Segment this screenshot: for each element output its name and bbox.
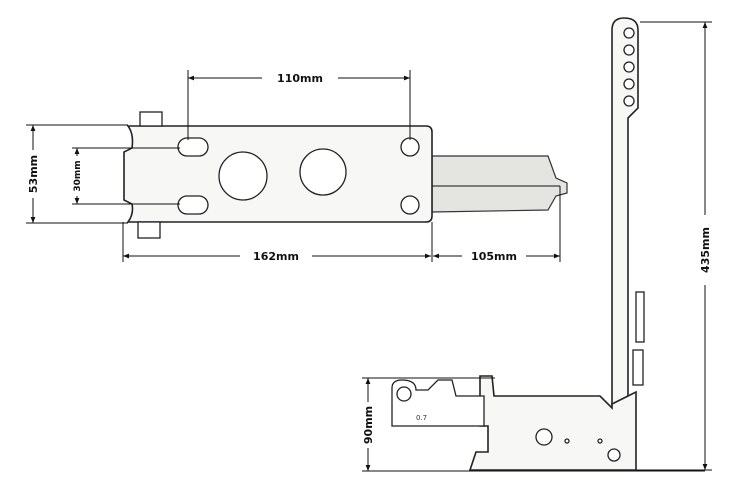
mount-slot (177, 137, 209, 157)
dim-30: 30mm (73, 160, 83, 191)
reservoir-hole (299, 148, 347, 196)
top-view: 110mm 53mm 30mm 162mm 105mm (26, 70, 568, 263)
cylinder-cap (396, 386, 412, 402)
lever-hole (623, 44, 635, 56)
mount-hole (400, 137, 420, 157)
lever-button-rod (635, 291, 645, 343)
dim-435: 435mm (699, 227, 712, 273)
bottom-bolt (137, 221, 161, 239)
top-bolt (139, 111, 163, 127)
dim-53: 53mm (27, 155, 40, 193)
dim-110: 110mm (277, 72, 323, 85)
pivot-nut (607, 448, 621, 462)
mount-plate (123, 125, 433, 223)
lever-hole (623, 61, 635, 73)
dim-105: 105mm (471, 250, 517, 263)
lever-hole (623, 78, 635, 90)
lever-hole (623, 27, 635, 39)
part-marking: 0.7 (416, 414, 427, 422)
lever-latch (632, 349, 644, 386)
reservoir-hole (218, 151, 268, 201)
pivot-hole (535, 428, 553, 446)
pushrod (431, 155, 568, 213)
master-cylinder (391, 379, 485, 427)
mount-slot (177, 195, 209, 215)
side-view: 0.7 435mm 90mm (362, 17, 712, 472)
mount-hole (400, 195, 420, 215)
dim-162: 162mm (253, 250, 299, 263)
lever-arm (611, 17, 639, 412)
dim-90: 90mm (362, 406, 375, 444)
lever-hole (623, 95, 635, 107)
base-body (468, 375, 637, 471)
